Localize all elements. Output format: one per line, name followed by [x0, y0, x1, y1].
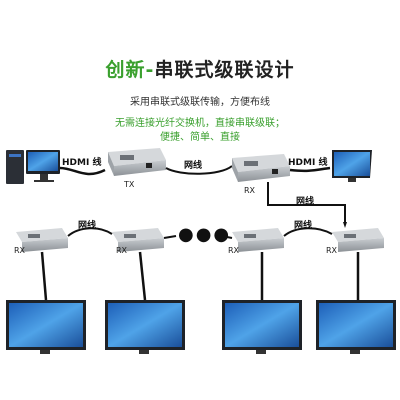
computer-icon: [6, 150, 60, 184]
tv-top-right-icon: [332, 150, 372, 182]
rx-label-2: RX: [116, 246, 128, 255]
tx-label: TX: [124, 180, 135, 189]
hdmi-label-right: HDMI 线: [288, 158, 328, 168]
subtitle: 采用串联式级联传输，方便布线: [130, 97, 270, 108]
title-main: 串联式级联设计: [154, 59, 295, 81]
cable-label-row-left: 网线: [78, 221, 97, 231]
cable-label-right: 网线: [296, 197, 315, 207]
tx-device: [108, 148, 166, 176]
tv-bottom-4: [316, 300, 396, 354]
hdmi-label-left: HDMI 线: [62, 158, 102, 168]
page-title: 创新-串联式级联设计: [0, 55, 400, 82]
rx-device-1: [16, 228, 68, 252]
rx-top-device: [232, 154, 290, 182]
title-accent: 创新-: [105, 59, 155, 81]
tv-bottom-2: [105, 300, 185, 354]
rx-label-4: RX: [326, 246, 338, 255]
rx-device-2: [112, 228, 164, 252]
cable-label-top: 网线: [184, 161, 203, 171]
continuation-dots: ●●●: [178, 224, 232, 245]
rx-label-top: RX: [244, 186, 256, 195]
rx-device-4: [332, 228, 384, 252]
feature-line-1: 无需连接光纤交换机，直接串联级联；: [115, 118, 285, 129]
tv-bottom-1: [6, 300, 86, 354]
cable-label-row-right: 网线: [294, 221, 313, 231]
rx-label-1: RX: [14, 246, 26, 255]
rx-label-3: RX: [228, 246, 240, 255]
feature-line-2: 便捷、简单、直接: [160, 132, 240, 143]
rx-device-3: [232, 228, 284, 252]
tv-bottom-3: [222, 300, 302, 354]
